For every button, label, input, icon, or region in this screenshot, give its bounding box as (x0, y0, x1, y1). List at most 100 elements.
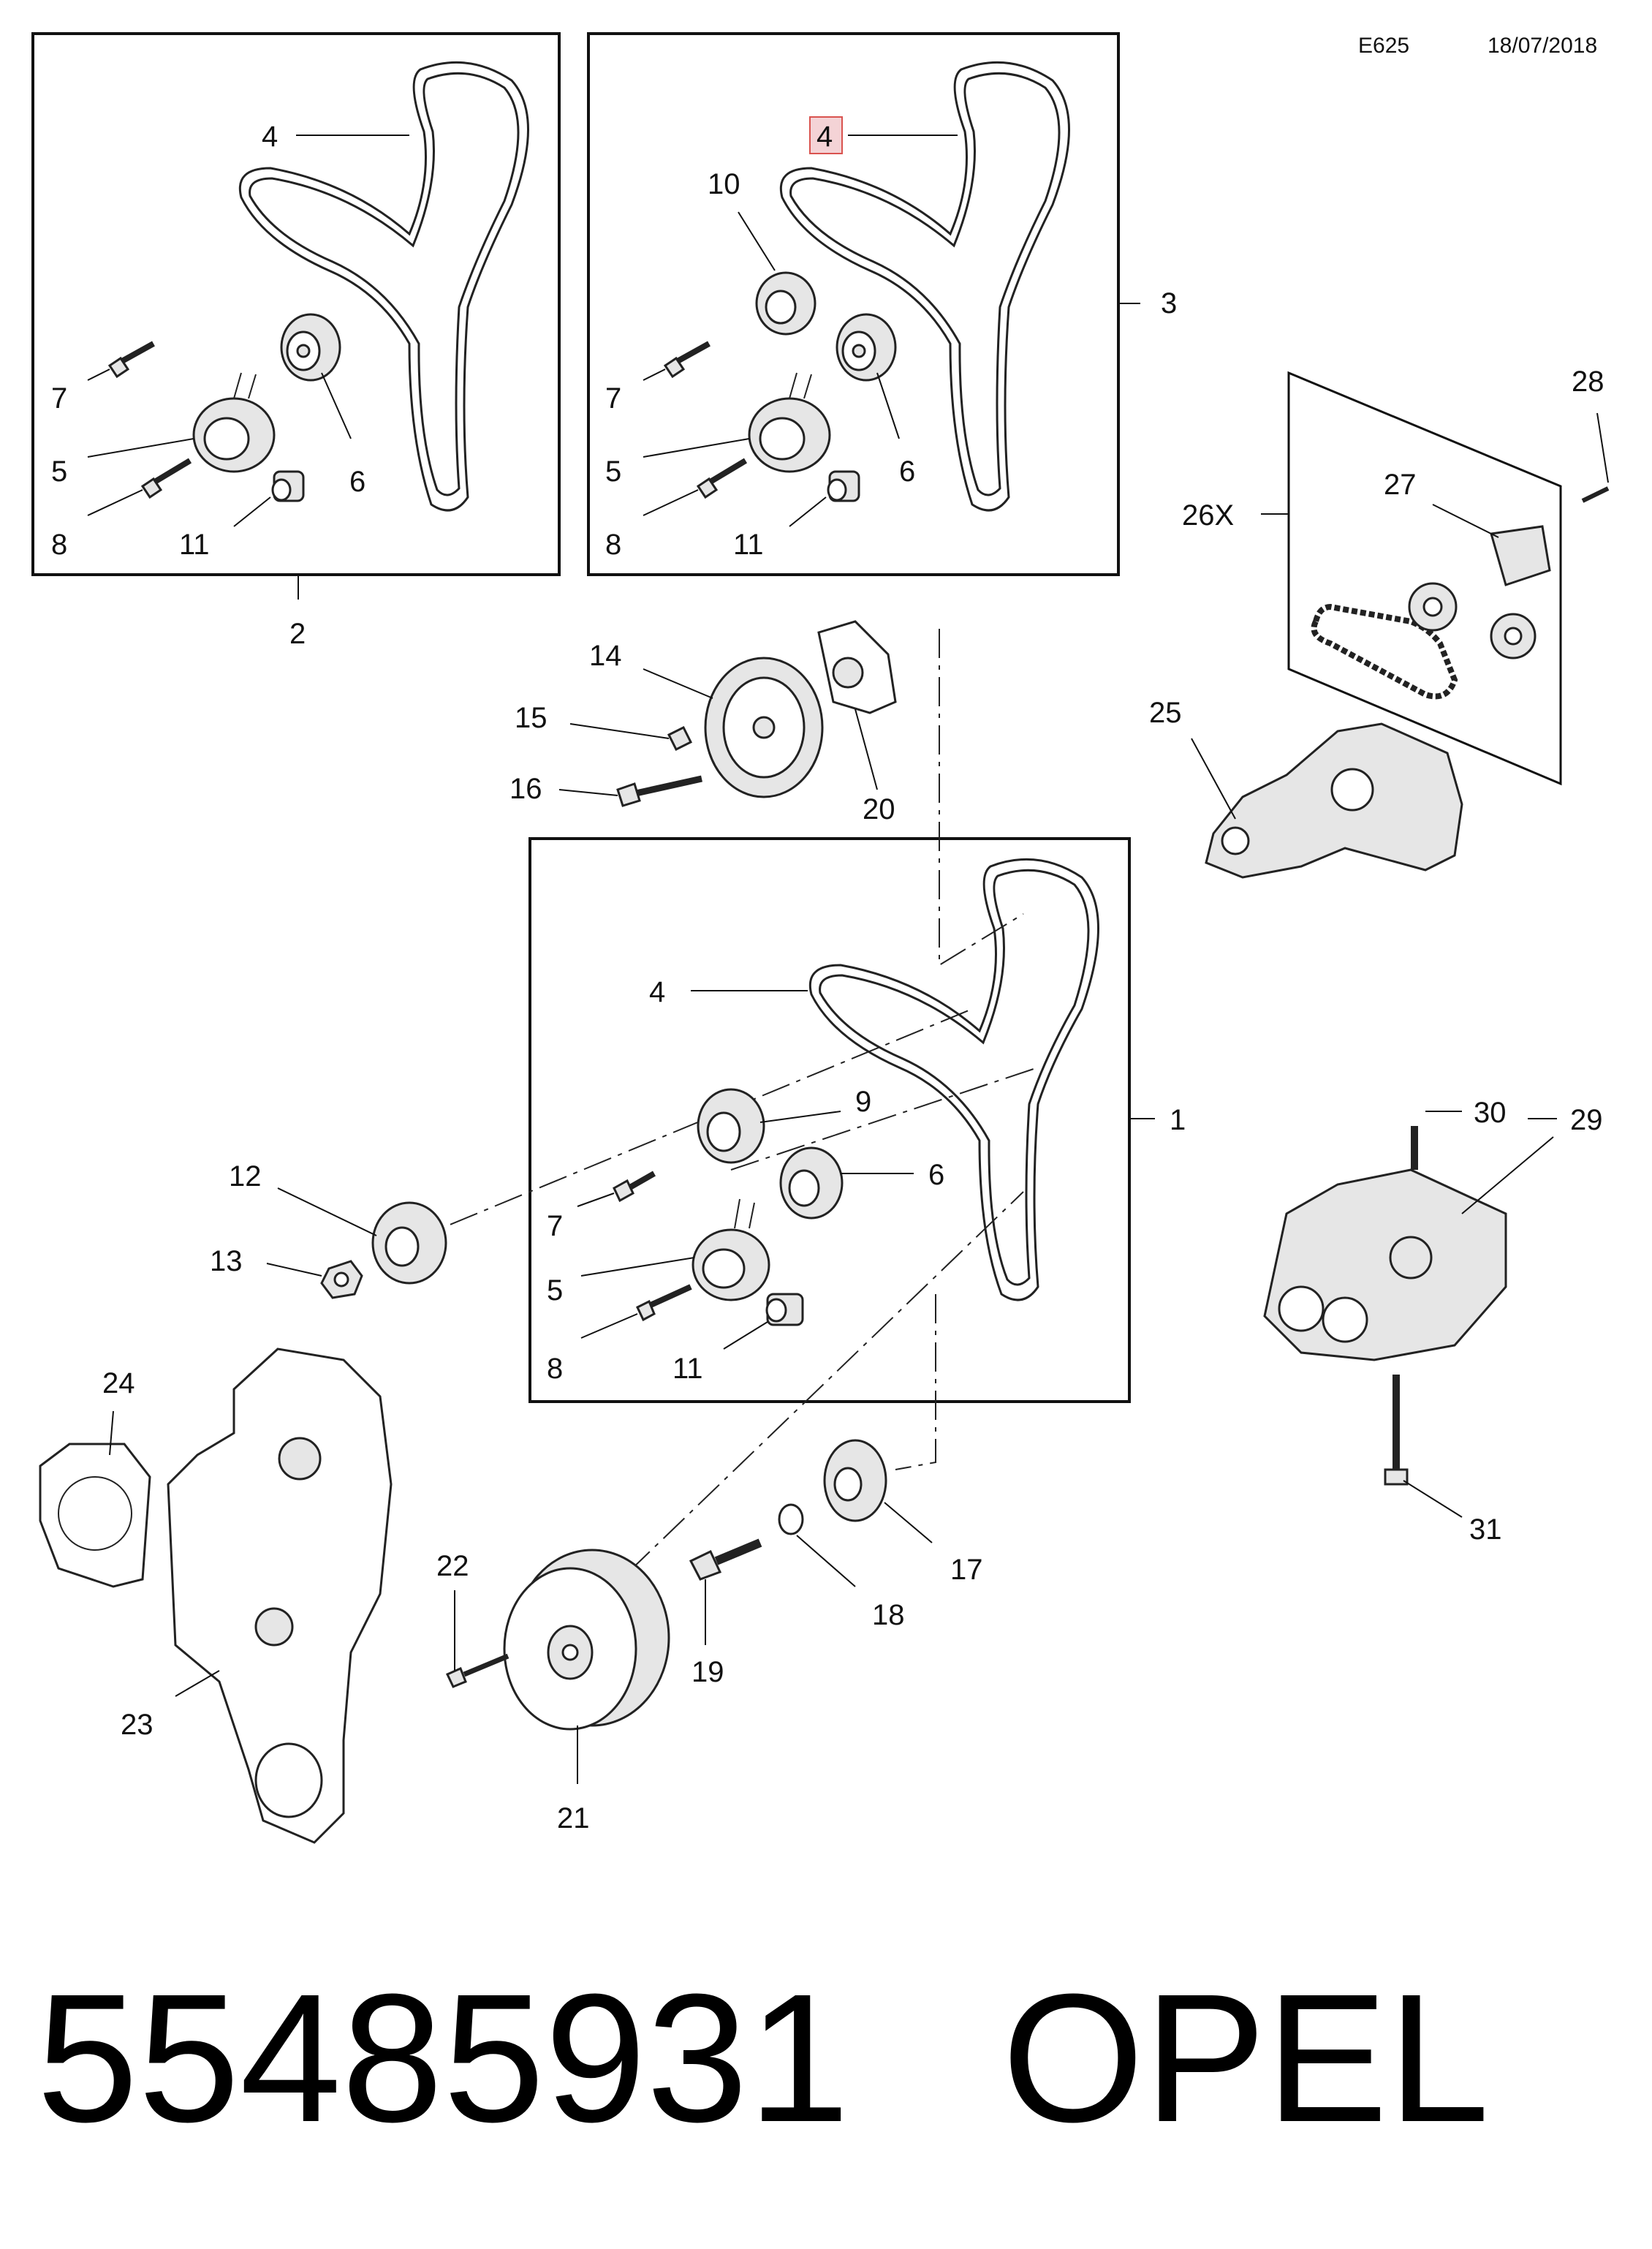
cover-plate (39, 1443, 151, 1588)
callout-10[interactable]: 10 (708, 168, 740, 200)
callout-28[interactable]: 28 (1572, 366, 1604, 398)
callout-5b[interactable]: 5 (605, 456, 621, 488)
idler-pulley (697, 1088, 765, 1164)
callout-3[interactable]: 3 (1161, 287, 1177, 320)
callout-11c[interactable]: 11 (672, 1353, 703, 1385)
crankshaft-sprocket (371, 1201, 447, 1285)
callout-20[interactable]: 20 (863, 793, 895, 825)
timing-cover-rear (1205, 722, 1463, 879)
oil-pump-balancer (1263, 1126, 1507, 1361)
callout-23[interactable]: 23 (121, 1709, 154, 1741)
callout-2[interactable]: 2 (289, 618, 306, 650)
bolt (445, 1653, 509, 1688)
callout-4a[interactable]: 4 (262, 121, 278, 153)
idler-pulley (836, 313, 897, 382)
callout-7b[interactable]: 7 (605, 382, 621, 415)
callout-5a[interactable]: 5 (51, 456, 67, 488)
callout-18[interactable]: 18 (872, 1599, 905, 1631)
spacer (765, 1293, 804, 1326)
callout-17[interactable]: 17 (950, 1554, 983, 1586)
camshaft-sprocket (704, 657, 824, 798)
timing-chain (1311, 603, 1458, 700)
kit-box-1 (528, 837, 1131, 1403)
sensor-wheel (817, 620, 897, 714)
callout-21[interactable]: 21 (557, 1802, 590, 1834)
bolt (107, 341, 155, 379)
caption-spacer (849, 1956, 1001, 2160)
timing-belt (809, 858, 1099, 1301)
callout-22[interactable]: 22 (436, 1550, 469, 1582)
callout-27[interactable]: 27 (1384, 469, 1417, 501)
callout-8a[interactable]: 8 (51, 529, 67, 561)
part-number: 55485931 (37, 1956, 850, 2160)
timing-belt (780, 61, 1070, 512)
callout-14[interactable]: 14 (589, 640, 622, 672)
alignment-line (730, 1067, 1039, 1171)
callout-4b[interactable]: 4 (816, 121, 833, 153)
callout-11a[interactable]: 11 (179, 529, 210, 561)
bolt (636, 1284, 692, 1322)
callout-16[interactable]: 16 (509, 773, 542, 805)
brand-name: OPEL (1001, 1956, 1490, 2160)
callout-26x[interactable]: 26X (1182, 499, 1234, 532)
idler-pulley (779, 1146, 844, 1220)
diagram-date: 18/07/2018 (1488, 34, 1597, 58)
callout-6b[interactable]: 6 (899, 456, 915, 488)
timing-cover-front (167, 1347, 393, 1844)
callout-13[interactable]: 13 (210, 1245, 243, 1277)
callout-12[interactable]: 12 (229, 1160, 262, 1192)
callout-24[interactable]: 24 (102, 1367, 135, 1399)
long-bolt (1384, 1375, 1409, 1486)
timing-belt (239, 61, 529, 512)
idler-pulley (280, 313, 341, 382)
callout-9[interactable]: 9 (855, 1086, 871, 1118)
bolt (663, 341, 711, 379)
callout-highlight (809, 116, 843, 154)
alignment-line (405, 1008, 973, 1244)
tensioner (692, 1198, 770, 1301)
callout-4c[interactable]: 4 (649, 976, 665, 1008)
chain-sprocket (1408, 582, 1458, 632)
callout-7c[interactable]: 7 (547, 1210, 563, 1242)
spacer (827, 470, 860, 502)
callout-25[interactable]: 25 (1149, 697, 1182, 729)
bolt (616, 775, 702, 807)
callout-19[interactable]: 19 (692, 1656, 724, 1688)
callout-8b[interactable]: 8 (605, 529, 621, 561)
callout-5c[interactable]: 5 (547, 1274, 563, 1307)
bolt (667, 725, 693, 752)
bolt (696, 458, 748, 499)
pulley-bolt (689, 1538, 762, 1581)
callout-1[interactable]: 1 (1170, 1104, 1186, 1136)
alignment-line (895, 1294, 936, 1470)
nut (320, 1260, 363, 1299)
tensioner (192, 372, 276, 473)
kit-box-2 (31, 32, 561, 576)
callout-11b[interactable]: 11 (733, 529, 764, 561)
callout-6c[interactable]: 6 (928, 1159, 944, 1191)
alignment-line (628, 1191, 1024, 1573)
chain-tensioner (1490, 525, 1551, 586)
callout-30[interactable]: 30 (1474, 1097, 1507, 1129)
tensioner (748, 372, 831, 473)
bolt (1581, 486, 1610, 503)
crankshaft-sprocket (823, 1439, 887, 1522)
part-caption: 55485931 OPEL (37, 1967, 1490, 2150)
bolt (613, 1171, 656, 1203)
callout-29[interactable]: 29 (1570, 1104, 1603, 1136)
callout-31[interactable]: 31 (1469, 1513, 1502, 1546)
crankshaft-pulley (503, 1549, 670, 1731)
washer (778, 1503, 804, 1535)
chain-sprocket (1490, 613, 1537, 659)
idler-pulley (755, 271, 816, 336)
callout-7a[interactable]: 7 (51, 382, 67, 415)
chain-kit-box-26x (1287, 371, 1562, 786)
callout-15[interactable]: 15 (515, 702, 547, 734)
spacer (271, 470, 305, 502)
bolt (140, 458, 192, 499)
callout-6a[interactable]: 6 (349, 466, 365, 498)
diagram-code: E625 (1358, 34, 1409, 58)
alignment-line (939, 629, 1024, 967)
callout-8c[interactable]: 8 (547, 1353, 563, 1385)
